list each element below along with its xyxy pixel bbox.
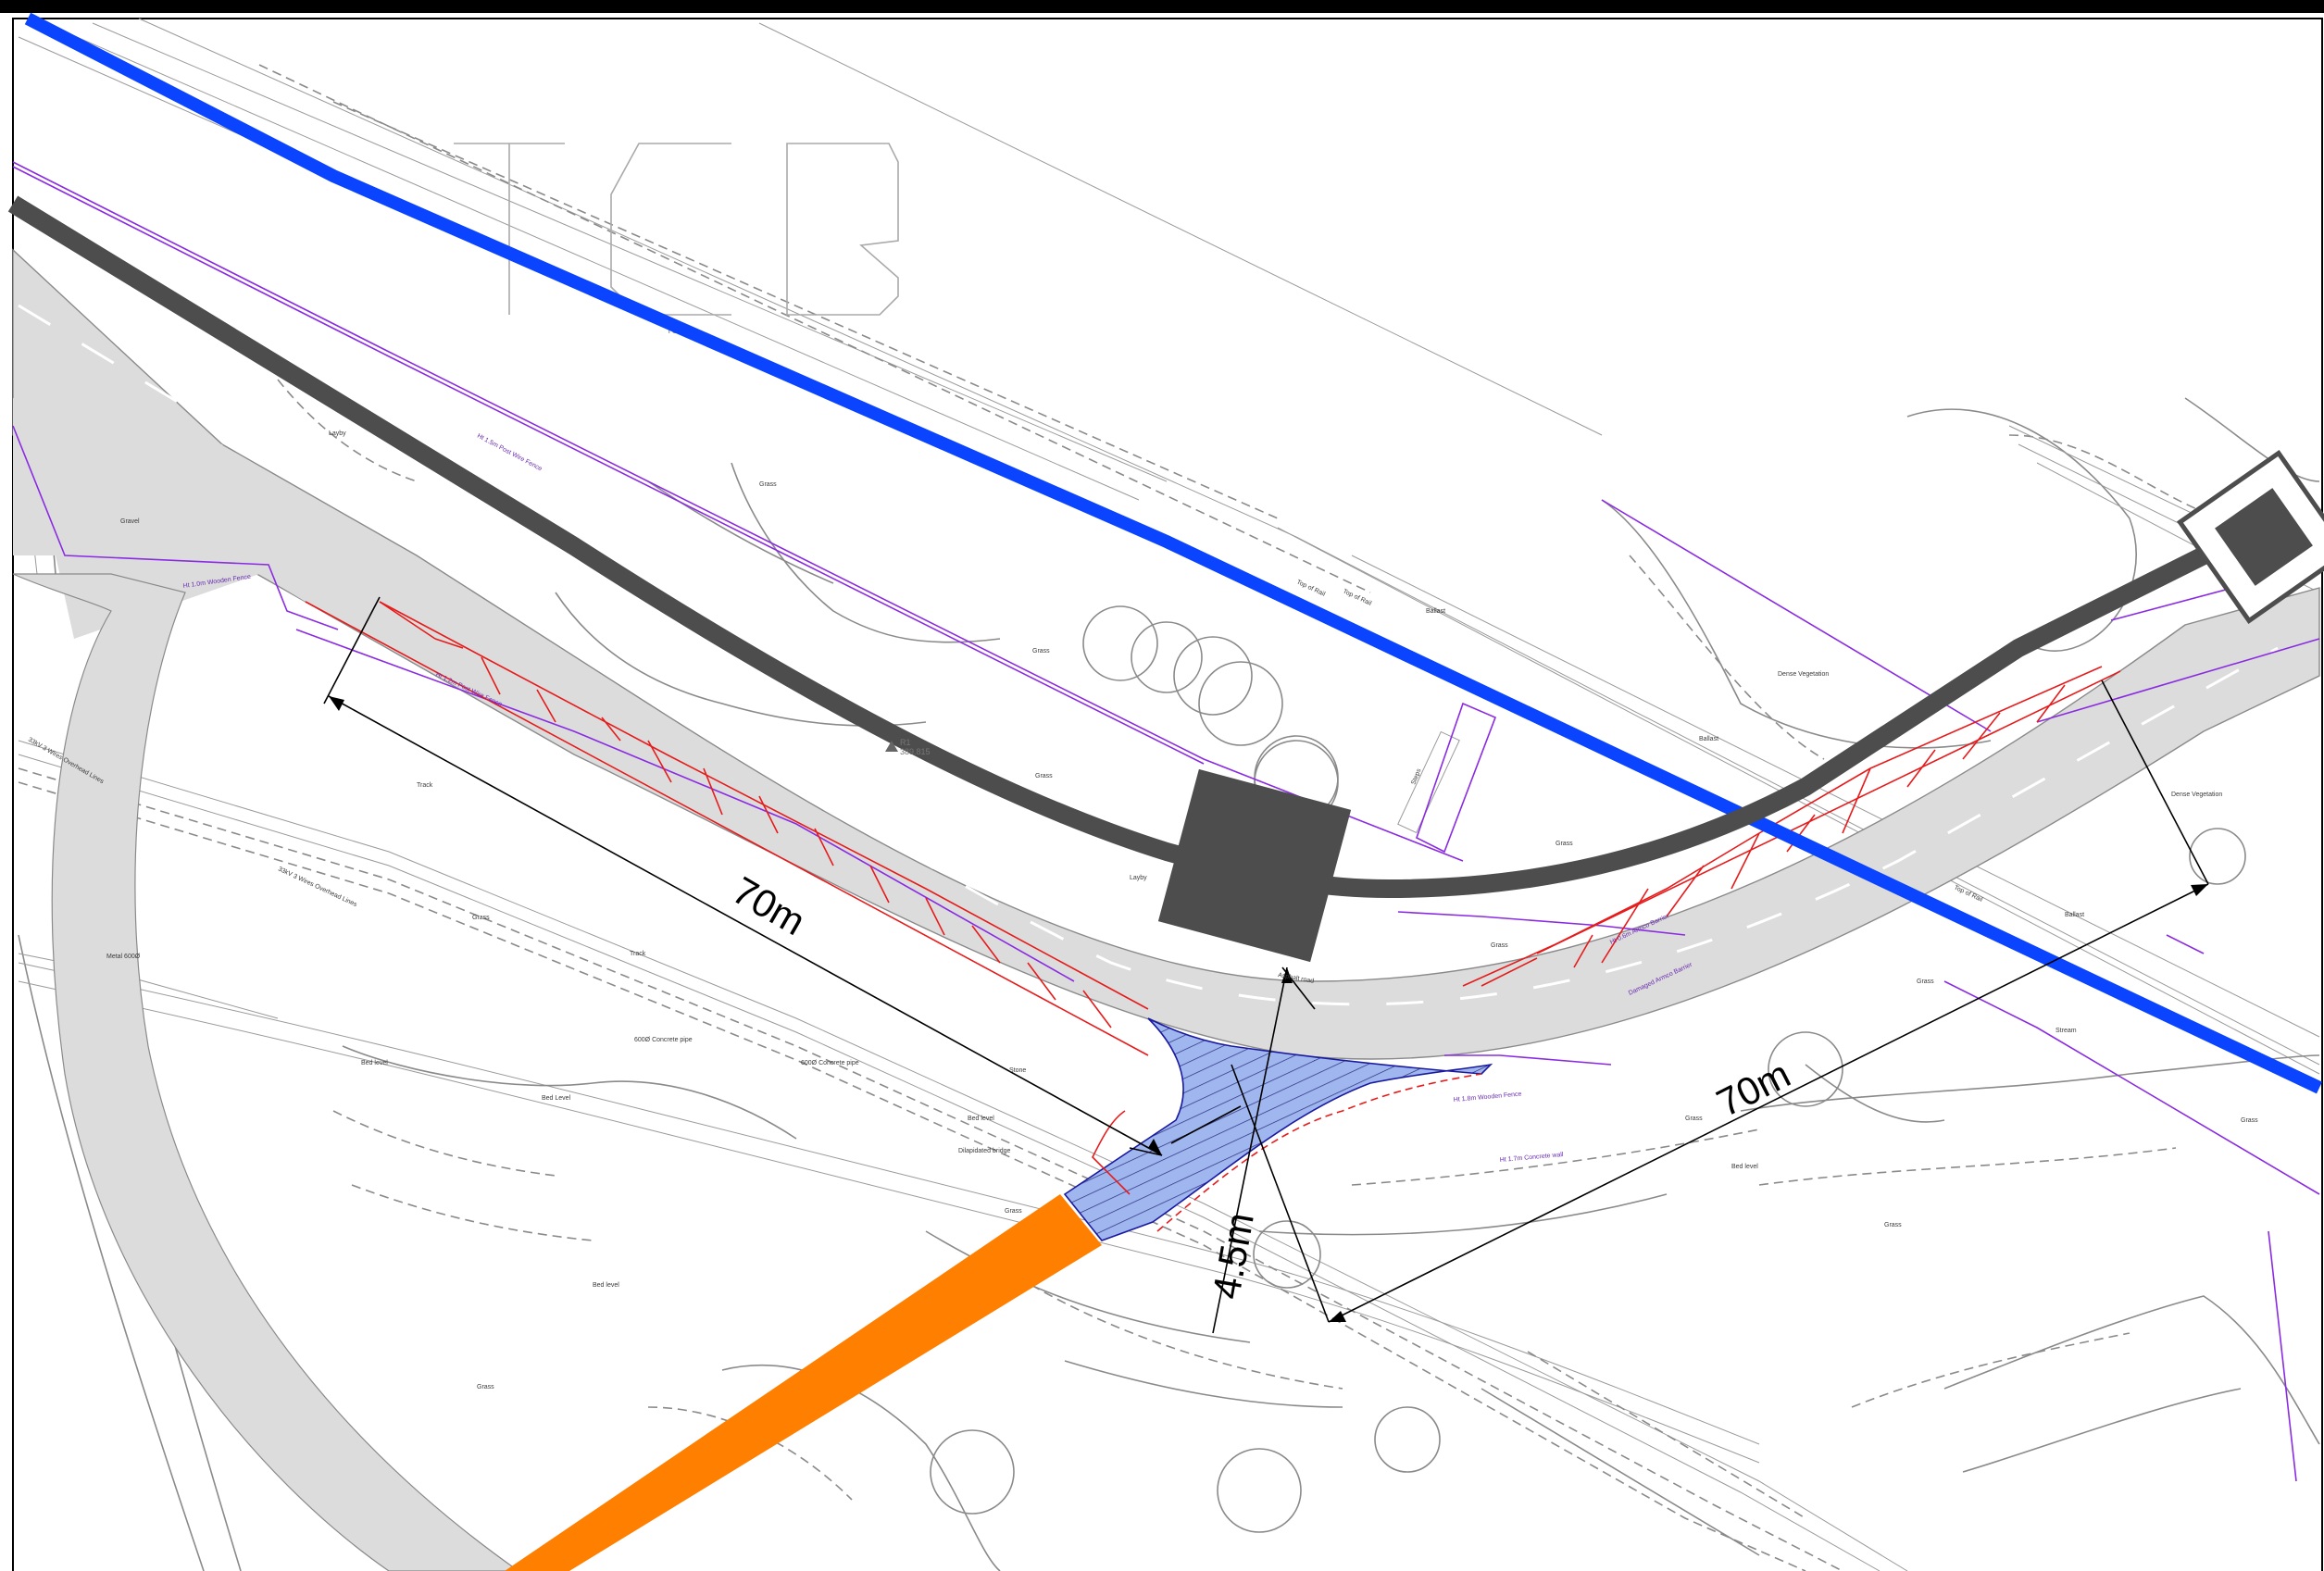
tree-circle-icon [1198, 661, 1283, 746]
contour-linework [18, 18, 2320, 1571]
label-gravel: Gravel [120, 518, 140, 525]
label-layby: Layby [329, 430, 346, 437]
label-dilapidated-bridge: Dilapidated bridge [958, 1148, 1011, 1154]
label-grass-2: Grass [1032, 648, 1050, 655]
label-concrete-pipe: 600Ø Concrete pipe [634, 1037, 693, 1043]
label-ballast-2: Ballast [1699, 736, 1718, 742]
label-track-1: Track [417, 782, 433, 789]
carriageway [12, 248, 2320, 1571]
label-bed-level-3: Bed level [593, 1282, 619, 1289]
label-grass-10: Grass [477, 1384, 494, 1390]
label-grass-8: Grass [1685, 1116, 1703, 1122]
steps [1397, 730, 1460, 834]
tree-circle-icon [1131, 621, 1203, 693]
label-track-2: Track [630, 951, 646, 957]
label-top-of-rail-2: Top of Rail [1342, 588, 1372, 607]
label-grass-1: Grass [759, 481, 777, 488]
tree-circle-icon [930, 1429, 1015, 1515]
tree-circle-icon [1082, 605, 1158, 681]
label-grass-3: Grass [1035, 773, 1053, 779]
dim-right-length: 70m [1710, 1052, 1797, 1125]
label-wooden-fence-short: Ht 1.8m Wooden Fence [1454, 1091, 1522, 1103]
label-stone: Stone [1009, 1067, 1026, 1074]
dim-left-length: 70m [725, 868, 812, 944]
tree-circle-icon [2189, 828, 2246, 885]
label-bed-level-5: Bed level [968, 1116, 994, 1122]
tcb-watermark: TCB [454, 143, 899, 335]
label-grass-4: Grass [472, 915, 490, 921]
dimension-lines [323, 596, 2209, 1334]
label-metal-600: Metal 600Ø [106, 954, 141, 960]
label-grass-5: Grass [1556, 841, 1573, 847]
label-layby-2: Layby [1130, 875, 1147, 881]
label-grass-9: Grass [1884, 1222, 1902, 1228]
drawing-frame [12, 18, 2323, 1571]
tree-circle-icon [1374, 1406, 1441, 1473]
square-structure-icon [1157, 768, 1352, 963]
top-border-bar [0, 0, 2324, 13]
access-route [505, 1194, 1102, 1571]
fence-lines [12, 161, 2320, 1482]
label-ballast-3: Ballast [2065, 912, 2084, 918]
tree-circle-icon [1768, 1031, 1843, 1107]
label-bed-level-2: Bed Level [542, 1095, 571, 1102]
label-grass-11: Grass [1005, 1208, 1022, 1215]
embankment-hatch [305, 601, 2121, 1056]
label-grass-6: Grass [1491, 942, 1508, 949]
label-steps: Steps [1410, 767, 1422, 786]
triangle-station-icon [885, 741, 898, 752]
tree-circle-icon [1253, 1220, 1321, 1289]
label-stream: Stream [2055, 1028, 2077, 1034]
label-ballast-1: Ballast [1426, 608, 1445, 615]
label-concrete-pipe-b: 600Ø Concrete pipe [801, 1060, 859, 1066]
square-structure-icon [2176, 449, 2324, 625]
label-grass-7: Grass [1917, 979, 1934, 985]
label-bed-level-4: Bed level [1731, 1164, 1758, 1170]
label-fence-concrete-wall: Ht 1.7m Concrete wall [1500, 1152, 1565, 1164]
label-grass-12: Grass [2241, 1117, 2258, 1124]
label-bed-level-1: Bed level [361, 1060, 388, 1066]
tree-circle-icon [1217, 1448, 1302, 1533]
label-dense-vegetation-1: Dense Vegetation [1778, 671, 1829, 678]
label-top-of-rail-1: Top of Rail [1295, 579, 1326, 598]
dim-width: 4.5m [1204, 1210, 1262, 1303]
tree-circle-icon [1173, 636, 1253, 716]
station-value: 389.815 [900, 747, 931, 756]
label-top-of-rail-3: Top of Rail [1953, 884, 1983, 904]
station-name: R1 [900, 738, 911, 747]
crossing-area [1063, 1017, 1493, 1241]
dimension-arrows [329, 696, 2208, 1322]
label-dense-vegetation-2: Dense Vegetation [2171, 792, 2222, 798]
label-fence-post-wire: Ht 1.5m Post Wire Fence [476, 433, 543, 473]
